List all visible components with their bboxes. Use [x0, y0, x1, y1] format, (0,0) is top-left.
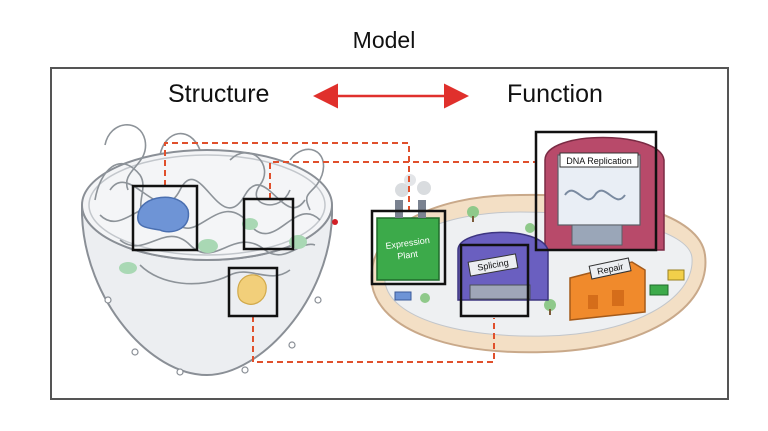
highlight-box-splicing — [459, 243, 530, 318]
function-header: Function — [507, 80, 603, 108]
highlight-box-expression-plant — [370, 209, 447, 286]
figure-title: Model — [352, 27, 416, 53]
highlight-box-blue-body — [131, 184, 199, 252]
expression-plant-label-line2: Plant — [397, 249, 419, 262]
dashed-connectors — [164, 142, 536, 363]
nucleus-illustration — [81, 124, 338, 377]
highlight-box-chromatin — [242, 197, 295, 251]
highlight-box-yellow-body — [227, 266, 279, 318]
model-frame — [50, 67, 729, 400]
structure-header: Structure — [168, 80, 270, 108]
dna-replication-label: DNA Replication — [566, 156, 632, 166]
highlight-box-dna-replication — [534, 130, 658, 252]
